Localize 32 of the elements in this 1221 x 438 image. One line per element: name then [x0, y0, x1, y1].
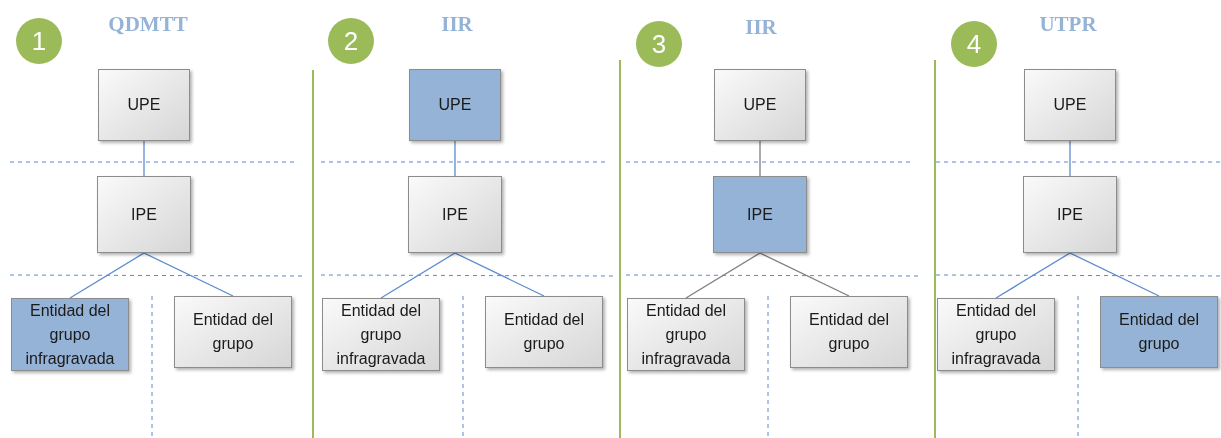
- connector-line: [454, 140, 456, 177]
- connector-line: [759, 252, 850, 297]
- entity-box: UPE: [98, 69, 190, 141]
- entity-box: UPE: [714, 69, 806, 141]
- connector-line: [454, 252, 545, 297]
- entity-box: Entidad del grupo infragravada: [627, 298, 745, 371]
- connector-line: [1069, 252, 1160, 297]
- connector-line: [143, 140, 145, 177]
- connector-line: [1069, 140, 1071, 177]
- section-title: IIR: [745, 14, 777, 42]
- entity-box: IPE: [1023, 176, 1117, 253]
- entity-box: UPE: [1024, 69, 1116, 141]
- entity-box: Entidad del grupo infragravada: [322, 298, 440, 371]
- entity-box: Entidad del grupo: [790, 296, 908, 368]
- connector-line: [143, 252, 234, 297]
- connector-line: [380, 252, 456, 299]
- connector-line: [995, 252, 1071, 299]
- entity-box: UPE: [409, 69, 501, 141]
- entity-box: IPE: [713, 176, 807, 253]
- entity-box: IPE: [97, 176, 191, 253]
- connector-line: [685, 252, 761, 299]
- entity-box: Entidad del grupo infragravada: [937, 298, 1055, 371]
- section-title: IIR: [441, 11, 473, 39]
- entity-box: IPE: [408, 176, 502, 253]
- entity-box: Entidad del grupo: [485, 296, 603, 368]
- entity-box: Entidad del grupo: [174, 296, 292, 368]
- entity-box: Entidad del grupo: [1100, 296, 1218, 368]
- connector-line: [69, 252, 145, 299]
- section-title: UTPR: [1039, 11, 1097, 39]
- connector-line: [759, 140, 761, 177]
- section-title: QDMTT: [108, 11, 188, 39]
- entity-box: Entidad del grupo infragravada: [11, 298, 129, 371]
